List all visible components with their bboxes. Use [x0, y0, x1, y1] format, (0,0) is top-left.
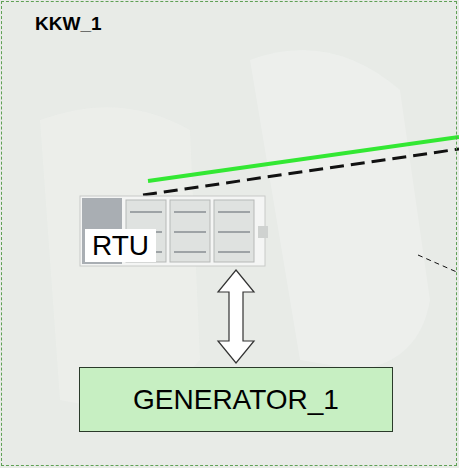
- node-label: GENERATOR_1: [133, 384, 339, 416]
- dashed-link-line: [143, 149, 459, 195]
- dashed-link-line: [418, 255, 459, 273]
- rtu-device: RTU: [80, 196, 265, 266]
- node-label: RTU: [85, 229, 156, 262]
- generator-box: GENERATOR_1: [79, 367, 393, 432]
- double-arrow: [218, 270, 254, 363]
- green-link-line: [148, 137, 459, 181]
- rtu-device-picture: [80, 196, 268, 266]
- node-label: KKW_1: [35, 13, 102, 35]
